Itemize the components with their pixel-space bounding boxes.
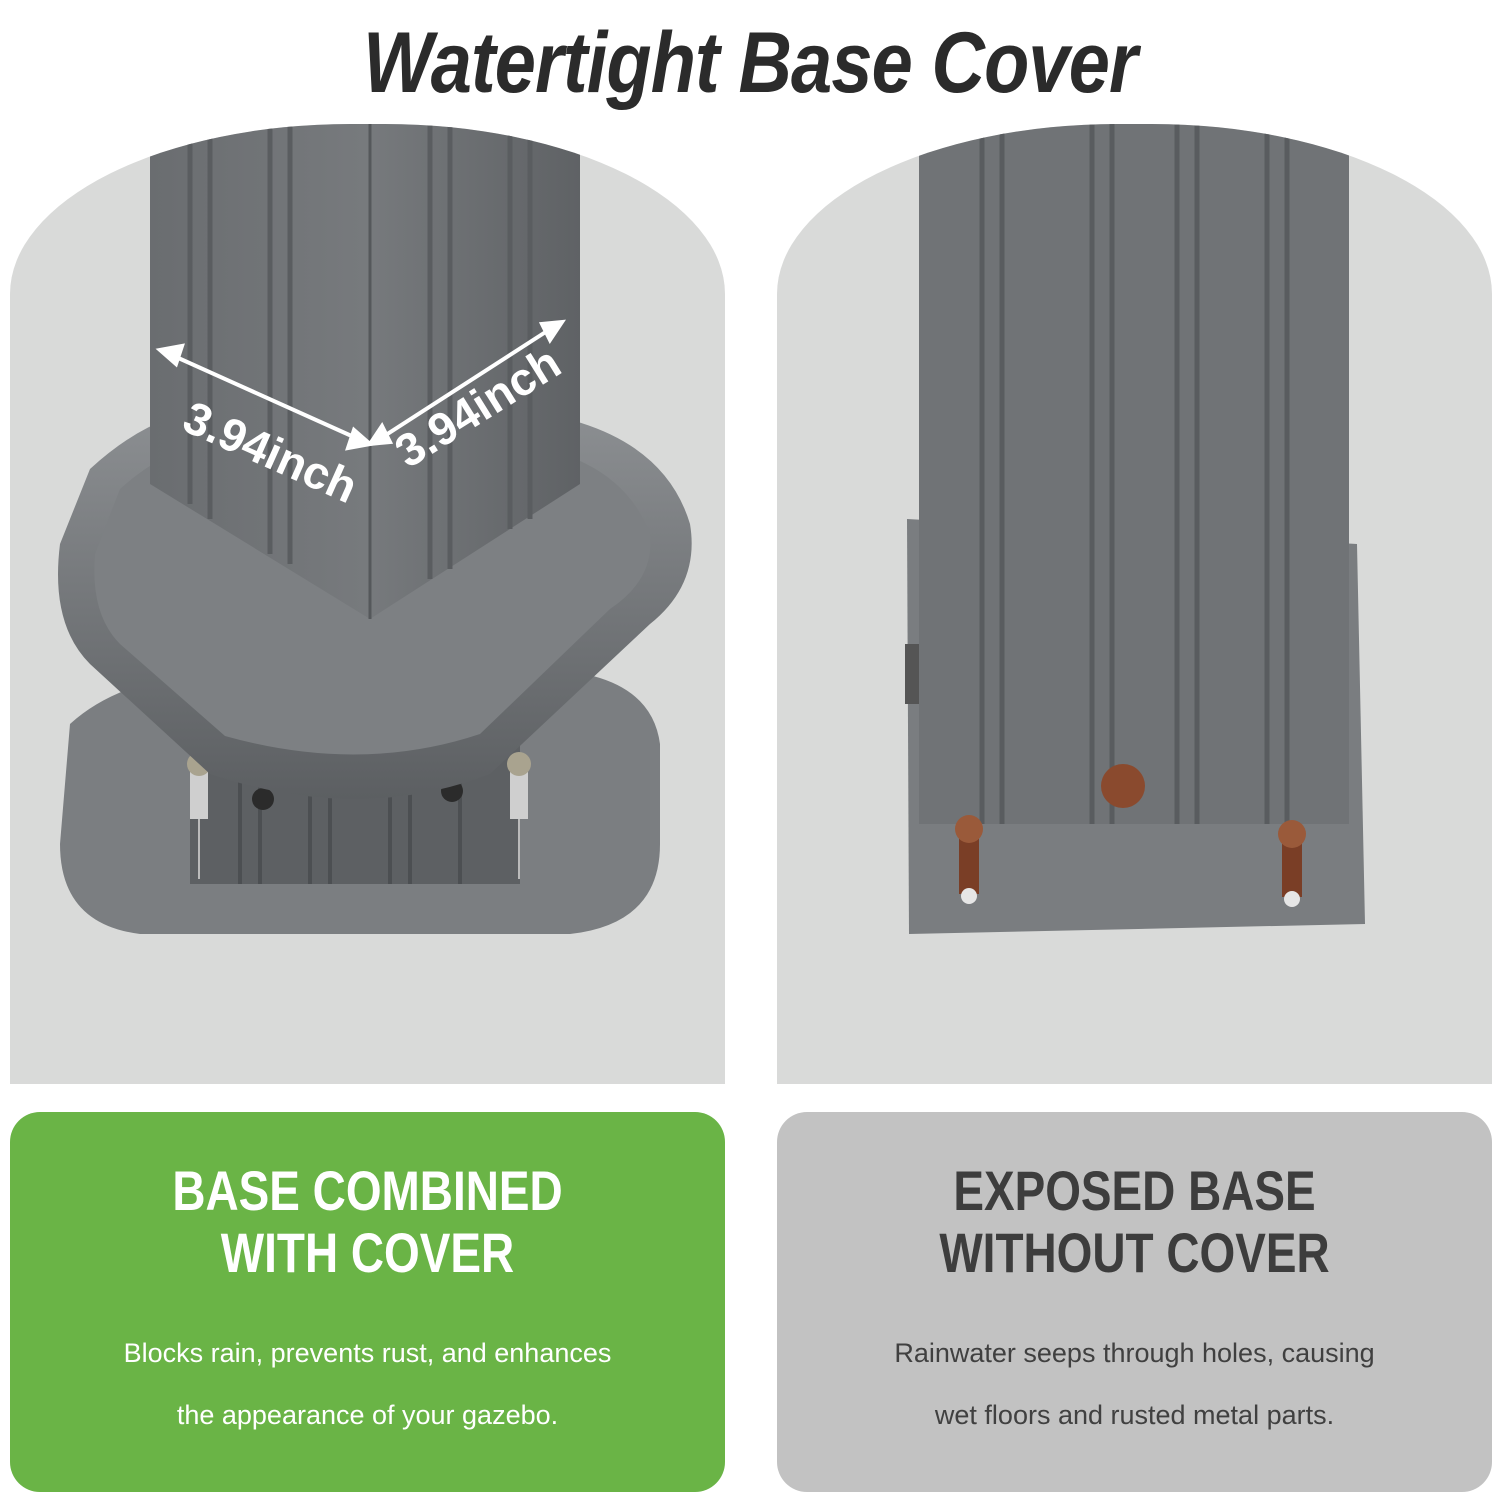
with-cover-photo-panel: 3.94inch 3.94inch: [10, 124, 725, 1084]
with-cover-description-line1: Blocks rain, prevents rust, and enhances: [123, 1338, 612, 1368]
without-cover-heading-line1: EXPOSED BASE: [953, 1159, 1316, 1222]
with-cover-heading: BASE COMBINED WITH COVER: [74, 1160, 660, 1284]
without-cover-heading: EXPOSED BASE WITHOUT COVER: [841, 1160, 1427, 1284]
with-cover-heading-line1: BASE COMBINED: [172, 1159, 563, 1222]
without-cover-card: EXPOSED BASE WITHOUT COVER Rainwater see…: [777, 1112, 1492, 1492]
with-cover-description-line2: the appearance of your gazebo.: [176, 1400, 559, 1430]
without-cover-description-line1: Rainwater seeps through holes, causing: [894, 1338, 1375, 1368]
without-cover-heading-line2: WITHOUT COVER: [939, 1221, 1330, 1284]
exposed-post: [919, 124, 1349, 824]
without-cover-description: Rainwater seeps through holes, causing w…: [797, 1322, 1472, 1446]
covered-post-illustration: 3.94inch 3.94inch: [58, 124, 692, 934]
upper-post: [150, 124, 580, 619]
exposed-post-illustration: [905, 124, 1365, 934]
with-cover-card: BASE COMBINED WITH COVER Blocks rain, pr…: [10, 1112, 725, 1492]
dimension-arrows: [155, 319, 567, 451]
with-cover-description: Blocks rain, prevents rust, and enhances…: [30, 1322, 705, 1446]
without-cover-description-line2: wet floors and rusted metal parts.: [934, 1400, 1335, 1430]
rusty-bolts: [955, 764, 1306, 907]
with-cover-heading-line2: WITH COVER: [220, 1221, 515, 1284]
page-title: Watertight Base Cover: [363, 15, 1138, 111]
without-cover-photo-panel: [777, 124, 1492, 1084]
